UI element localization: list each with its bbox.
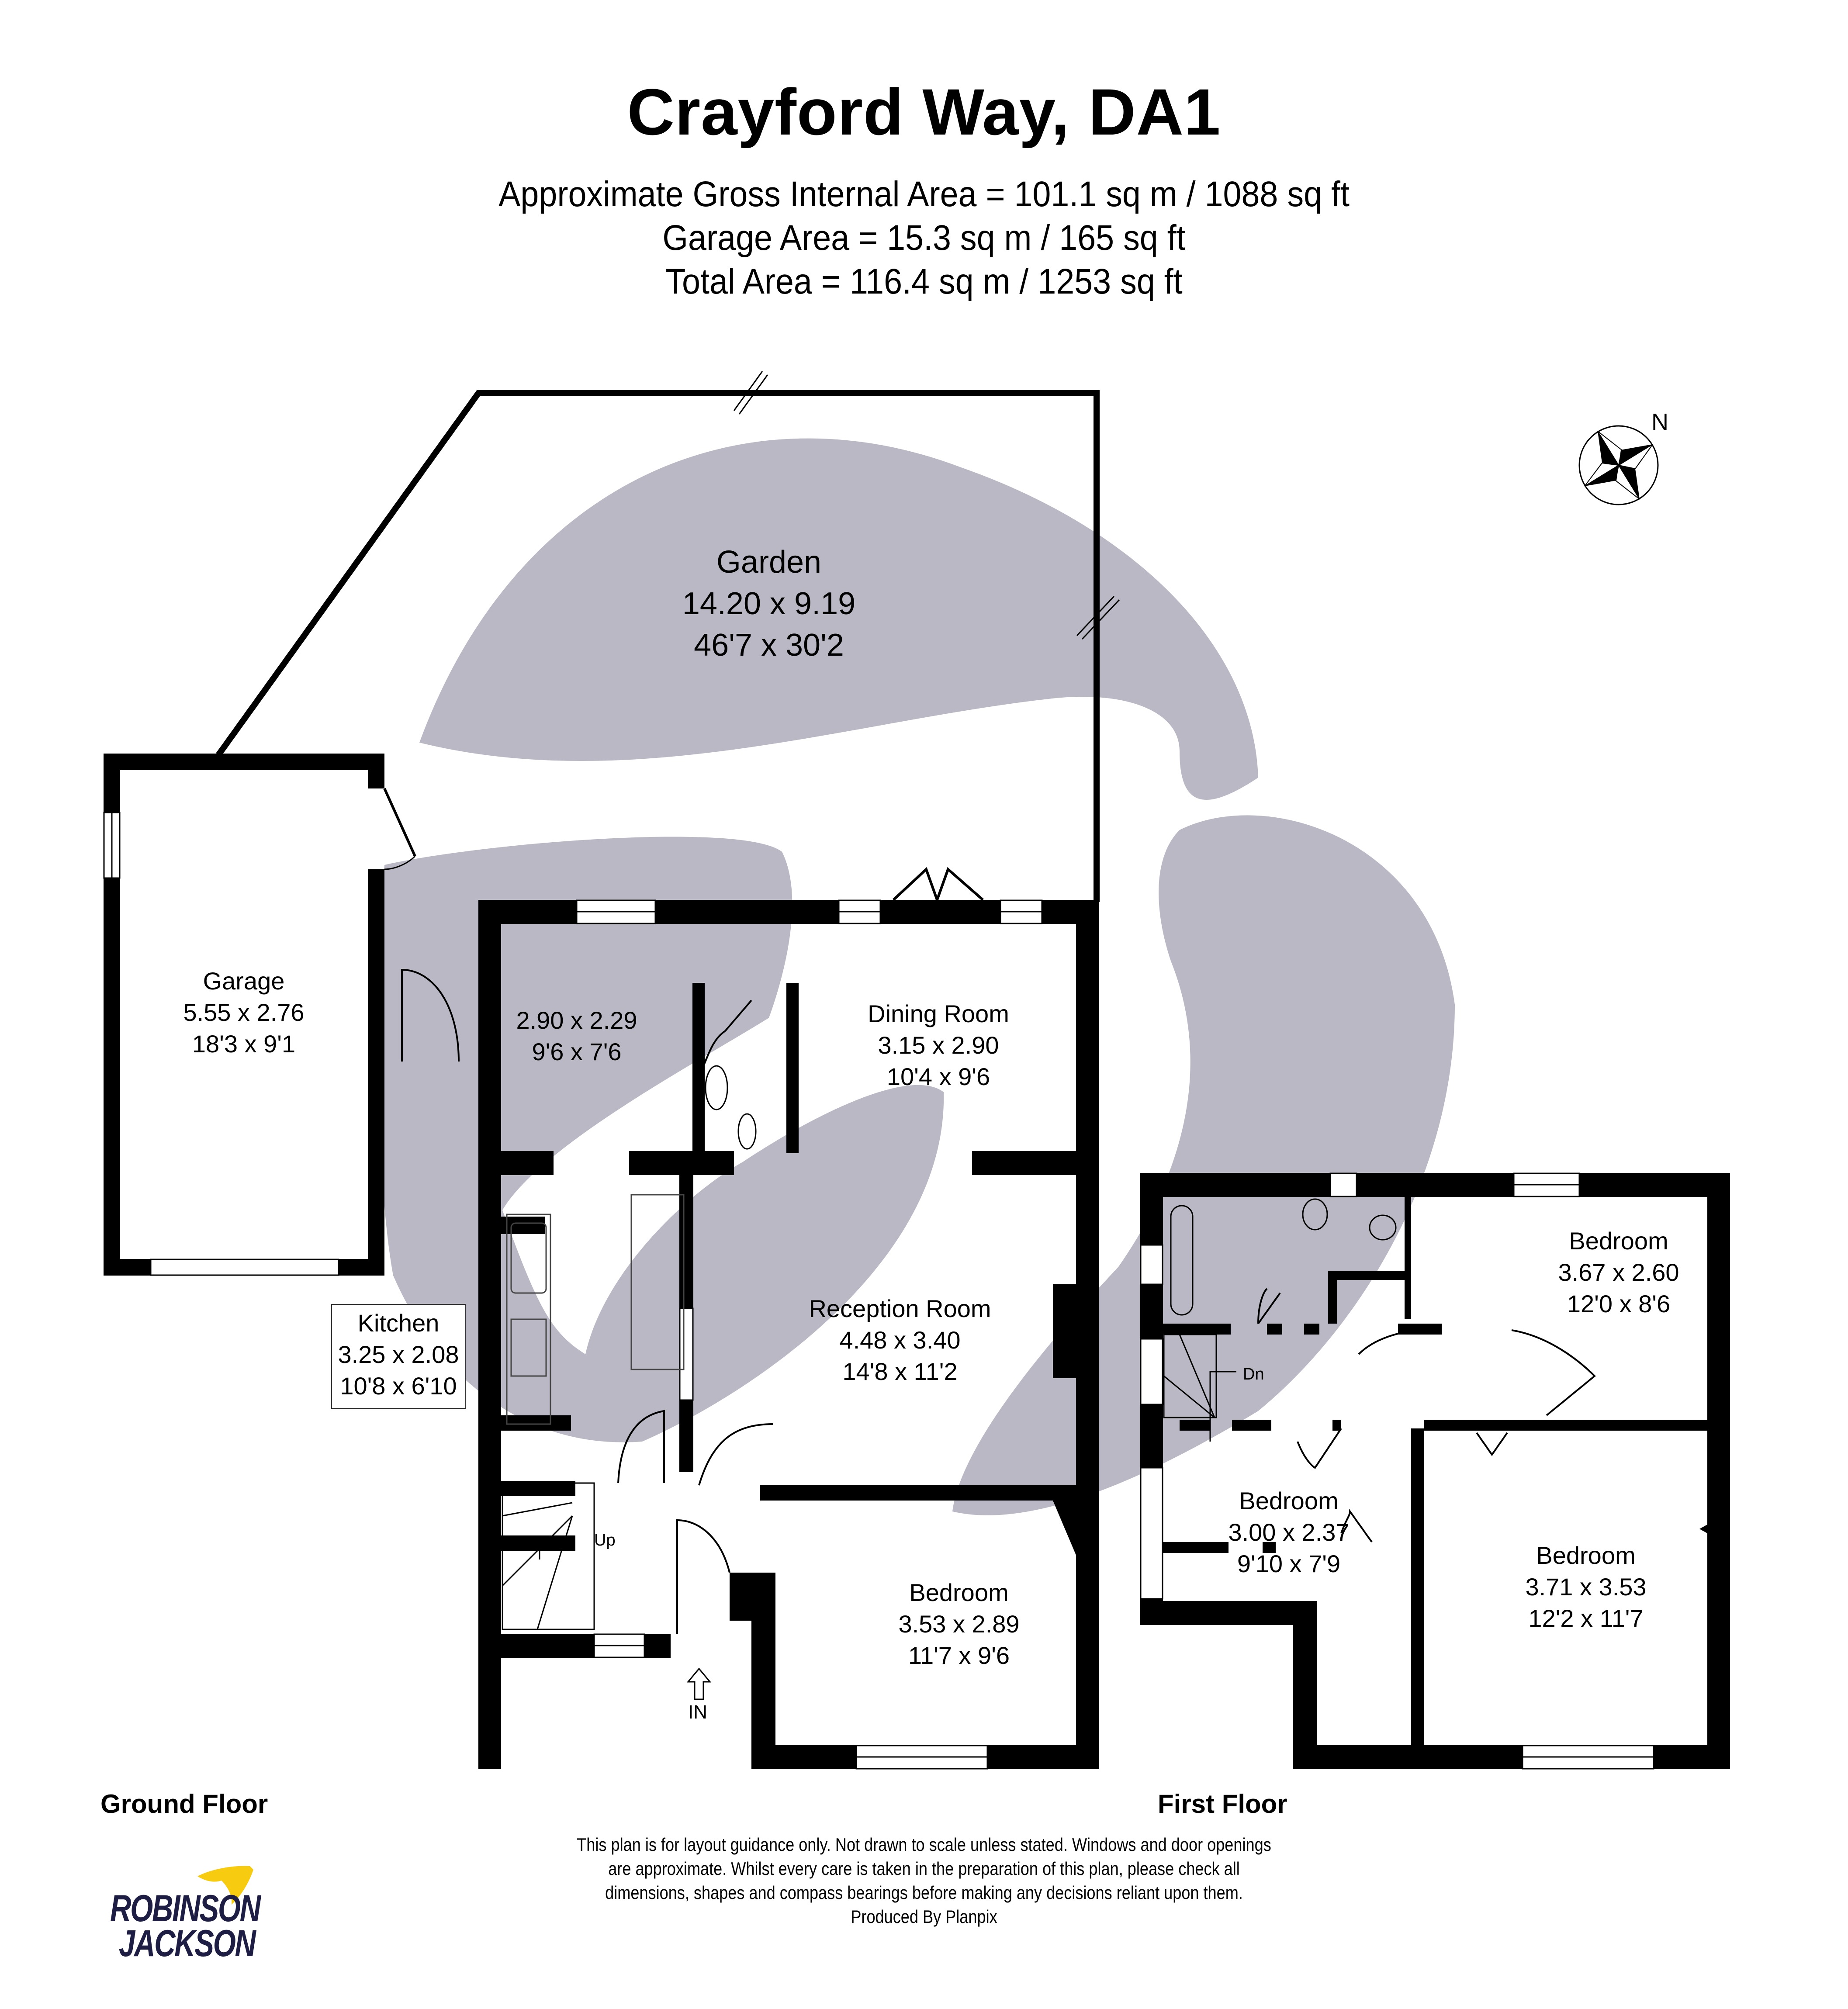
entrance-label: IN [688, 1701, 707, 1723]
ground-floor-windows [576, 899, 1043, 1770]
stairs-up-label: Up [594, 1531, 616, 1549]
garage-door-bottom [150, 1259, 339, 1276]
garage-area: Garage Area = 15.3 sq m / 165 sq ft [662, 218, 1186, 258]
room-label-bedroom-small: Bedroom 3.00 x 2.37 9'10 x 7'9 [1228, 1487, 1350, 1577]
disclaimer: This plan is for layout guidance only. N… [505, 1833, 1343, 1929]
wc-fittings [705, 1065, 757, 1150]
producer-credit: Produced By Planpix [851, 1906, 997, 1927]
stairs-down-label: Dn [1243, 1365, 1264, 1383]
first-floor-windows [1140, 1172, 1654, 1770]
garage-side-door [383, 788, 416, 870]
room-label-garden: Garden 14.20 x 9.19 46'7 x 30'2 [682, 545, 856, 663]
ground-floor-stairs [502, 1482, 595, 1630]
logo-line-2: JACKSON [119, 1923, 256, 1964]
first-floor-label: First Floor [1158, 1789, 1287, 1819]
bathroom-fittings [1170, 1198, 1397, 1316]
kitchen-fittings [506, 1194, 685, 1425]
room-label-bedroom-front-right: Bedroom 3.67 x 2.60 12'0 x 8'6 [1558, 1227, 1679, 1317]
interior-doors [401, 968, 774, 1634]
room-label-kitchen: Kitchen 3.25 x 2.08 10'8 x 6'10 [331, 1304, 466, 1409]
gross-internal-area: Approximate Gross Internal Area = 101.1 … [498, 174, 1350, 214]
room-label-utility: 2.90 x 2.29 9'6 x 7'6 [516, 1006, 637, 1065]
entrance-arrow-icon [686, 1667, 712, 1700]
french-doors [892, 867, 984, 901]
garden-break-marks [733, 371, 1120, 640]
first-floor-doors [1257, 1288, 1596, 1543]
swallow-bird-icon [197, 1866, 253, 1905]
total-area: Total Area = 116.4 sq m / 1253 sq ft [665, 262, 1183, 301]
garage-window-left [103, 812, 121, 879]
page-title: Crayford Way, DA1 [627, 75, 1221, 149]
room-label-garage: Garage 5.55 x 2.76 18'3 x 9'1 [183, 967, 305, 1058]
room-label-dining-room: Dining Room 3.15 x 2.90 10'4 x 9'6 [868, 1000, 1009, 1090]
compass-north-label: N [1651, 409, 1668, 435]
garden-boundary [216, 390, 1100, 902]
ground-floor-label: Ground Floor [100, 1789, 268, 1819]
room-label-ground-bedroom: Bedroom 3.53 x 2.89 11'7 x 9'6 [898, 1579, 1020, 1669]
room-label-reception-room: Reception Room 4.48 x 3.40 14'8 x 11'2 [809, 1295, 991, 1385]
agency-logo: ROBINSON JACKSON [110, 1867, 276, 1964]
compass-rose-icon [1578, 425, 1659, 505]
logo-line-1: ROBINSON [110, 1888, 261, 1929]
area-summary: Approximate Gross Internal Area = 101.1 … [0, 173, 1848, 304]
first-floor-stairs [1163, 1334, 1236, 1442]
room-label-bedroom-large: Bedroom 3.71 x 3.53 12'2 x 11'7 [1525, 1542, 1647, 1632]
